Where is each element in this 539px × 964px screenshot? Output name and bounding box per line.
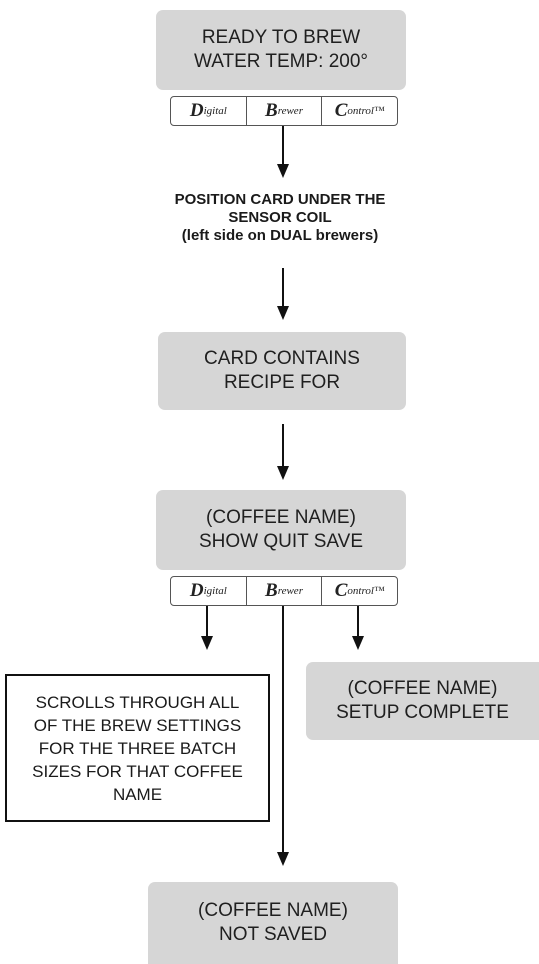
key-label: rewer — [277, 585, 303, 597]
display-line-2: WATER TEMP: 200° — [193, 51, 369, 72]
display-not-saved: (COFFEE NAME) NOT SAVED — [148, 882, 398, 964]
flow-arrow-shaft — [282, 606, 284, 854]
position-card-instruction: POSITION CARD UNDER THE SENSOR COIL (lef… — [130, 191, 430, 245]
key-cap: B — [265, 580, 278, 601]
flow-arrow-head — [277, 164, 289, 178]
flow-arrow-head — [277, 466, 289, 480]
display-line-2: SETUP COMPLETE — [336, 702, 509, 723]
key-cap: B — [265, 100, 278, 121]
display-line-1: (COFFEE NAME) — [198, 900, 348, 921]
note-line-3: FOR THE THREE BATCH — [38, 738, 237, 758]
key-cap: D — [189, 580, 204, 601]
display-line-1: READY TO BREW — [201, 27, 361, 48]
display-line-2: SHOW QUIT SAVE — [199, 531, 363, 552]
flow-arrow-shaft — [282, 268, 284, 308]
key-cap: D — [189, 100, 204, 121]
flow-arrow-shaft — [282, 424, 284, 468]
key-cap: C — [334, 100, 348, 121]
note-line-2: OF THE BREW SETTINGS — [33, 715, 242, 735]
key-cap: C — [334, 580, 348, 601]
display-line-2: NOT SAVED — [218, 924, 328, 945]
display-line-1: (COFFEE NAME) — [347, 678, 498, 699]
display-ready-to-brew: READY TO BREW WATER TEMP: 200° — [156, 10, 406, 90]
flow-arrow-shaft — [357, 606, 359, 638]
key-label: igital — [203, 585, 227, 597]
instruction-line-3: (left side on DUAL brewers) — [181, 227, 379, 244]
key-label: igital — [203, 105, 227, 117]
display-card-contains: CARD CONTAINS RECIPE FOR — [158, 332, 406, 410]
flow-arrow-shaft — [282, 126, 284, 166]
key-label: ontrol™ — [347, 105, 385, 117]
note-line-5: NAME — [112, 784, 163, 804]
flow-arrow-head — [277, 852, 289, 866]
flow-arrow-head — [277, 306, 289, 320]
display-line-1: (COFFEE NAME) — [206, 507, 356, 528]
flow-arrow-head — [352, 636, 364, 650]
flow-arrow-shaft — [206, 606, 208, 638]
instruction-line-2: SENSOR COIL — [228, 209, 332, 226]
display-setup-complete: (COFFEE NAME) SETUP COMPLETE — [306, 662, 539, 740]
flow-arrow-head — [201, 636, 213, 650]
scroll-settings-note: SCROLLS THROUGH ALL OF THE BREW SETTINGS… — [5, 674, 270, 822]
display-line-2: RECIPE FOR — [223, 372, 341, 393]
key-label: rewer — [277, 105, 303, 117]
note-line-4: SIZES FOR THAT COFFEE — [32, 761, 243, 781]
display-line-1: CARD CONTAINS — [204, 348, 360, 369]
note-line-1: SCROLLS THROUGH ALL — [35, 692, 240, 712]
instruction-line-1: POSITION CARD UNDER THE — [174, 191, 386, 208]
display-coffee-menu: (COFFEE NAME) SHOW QUIT SAVE — [156, 490, 406, 570]
key-label: ontrol™ — [347, 585, 385, 597]
